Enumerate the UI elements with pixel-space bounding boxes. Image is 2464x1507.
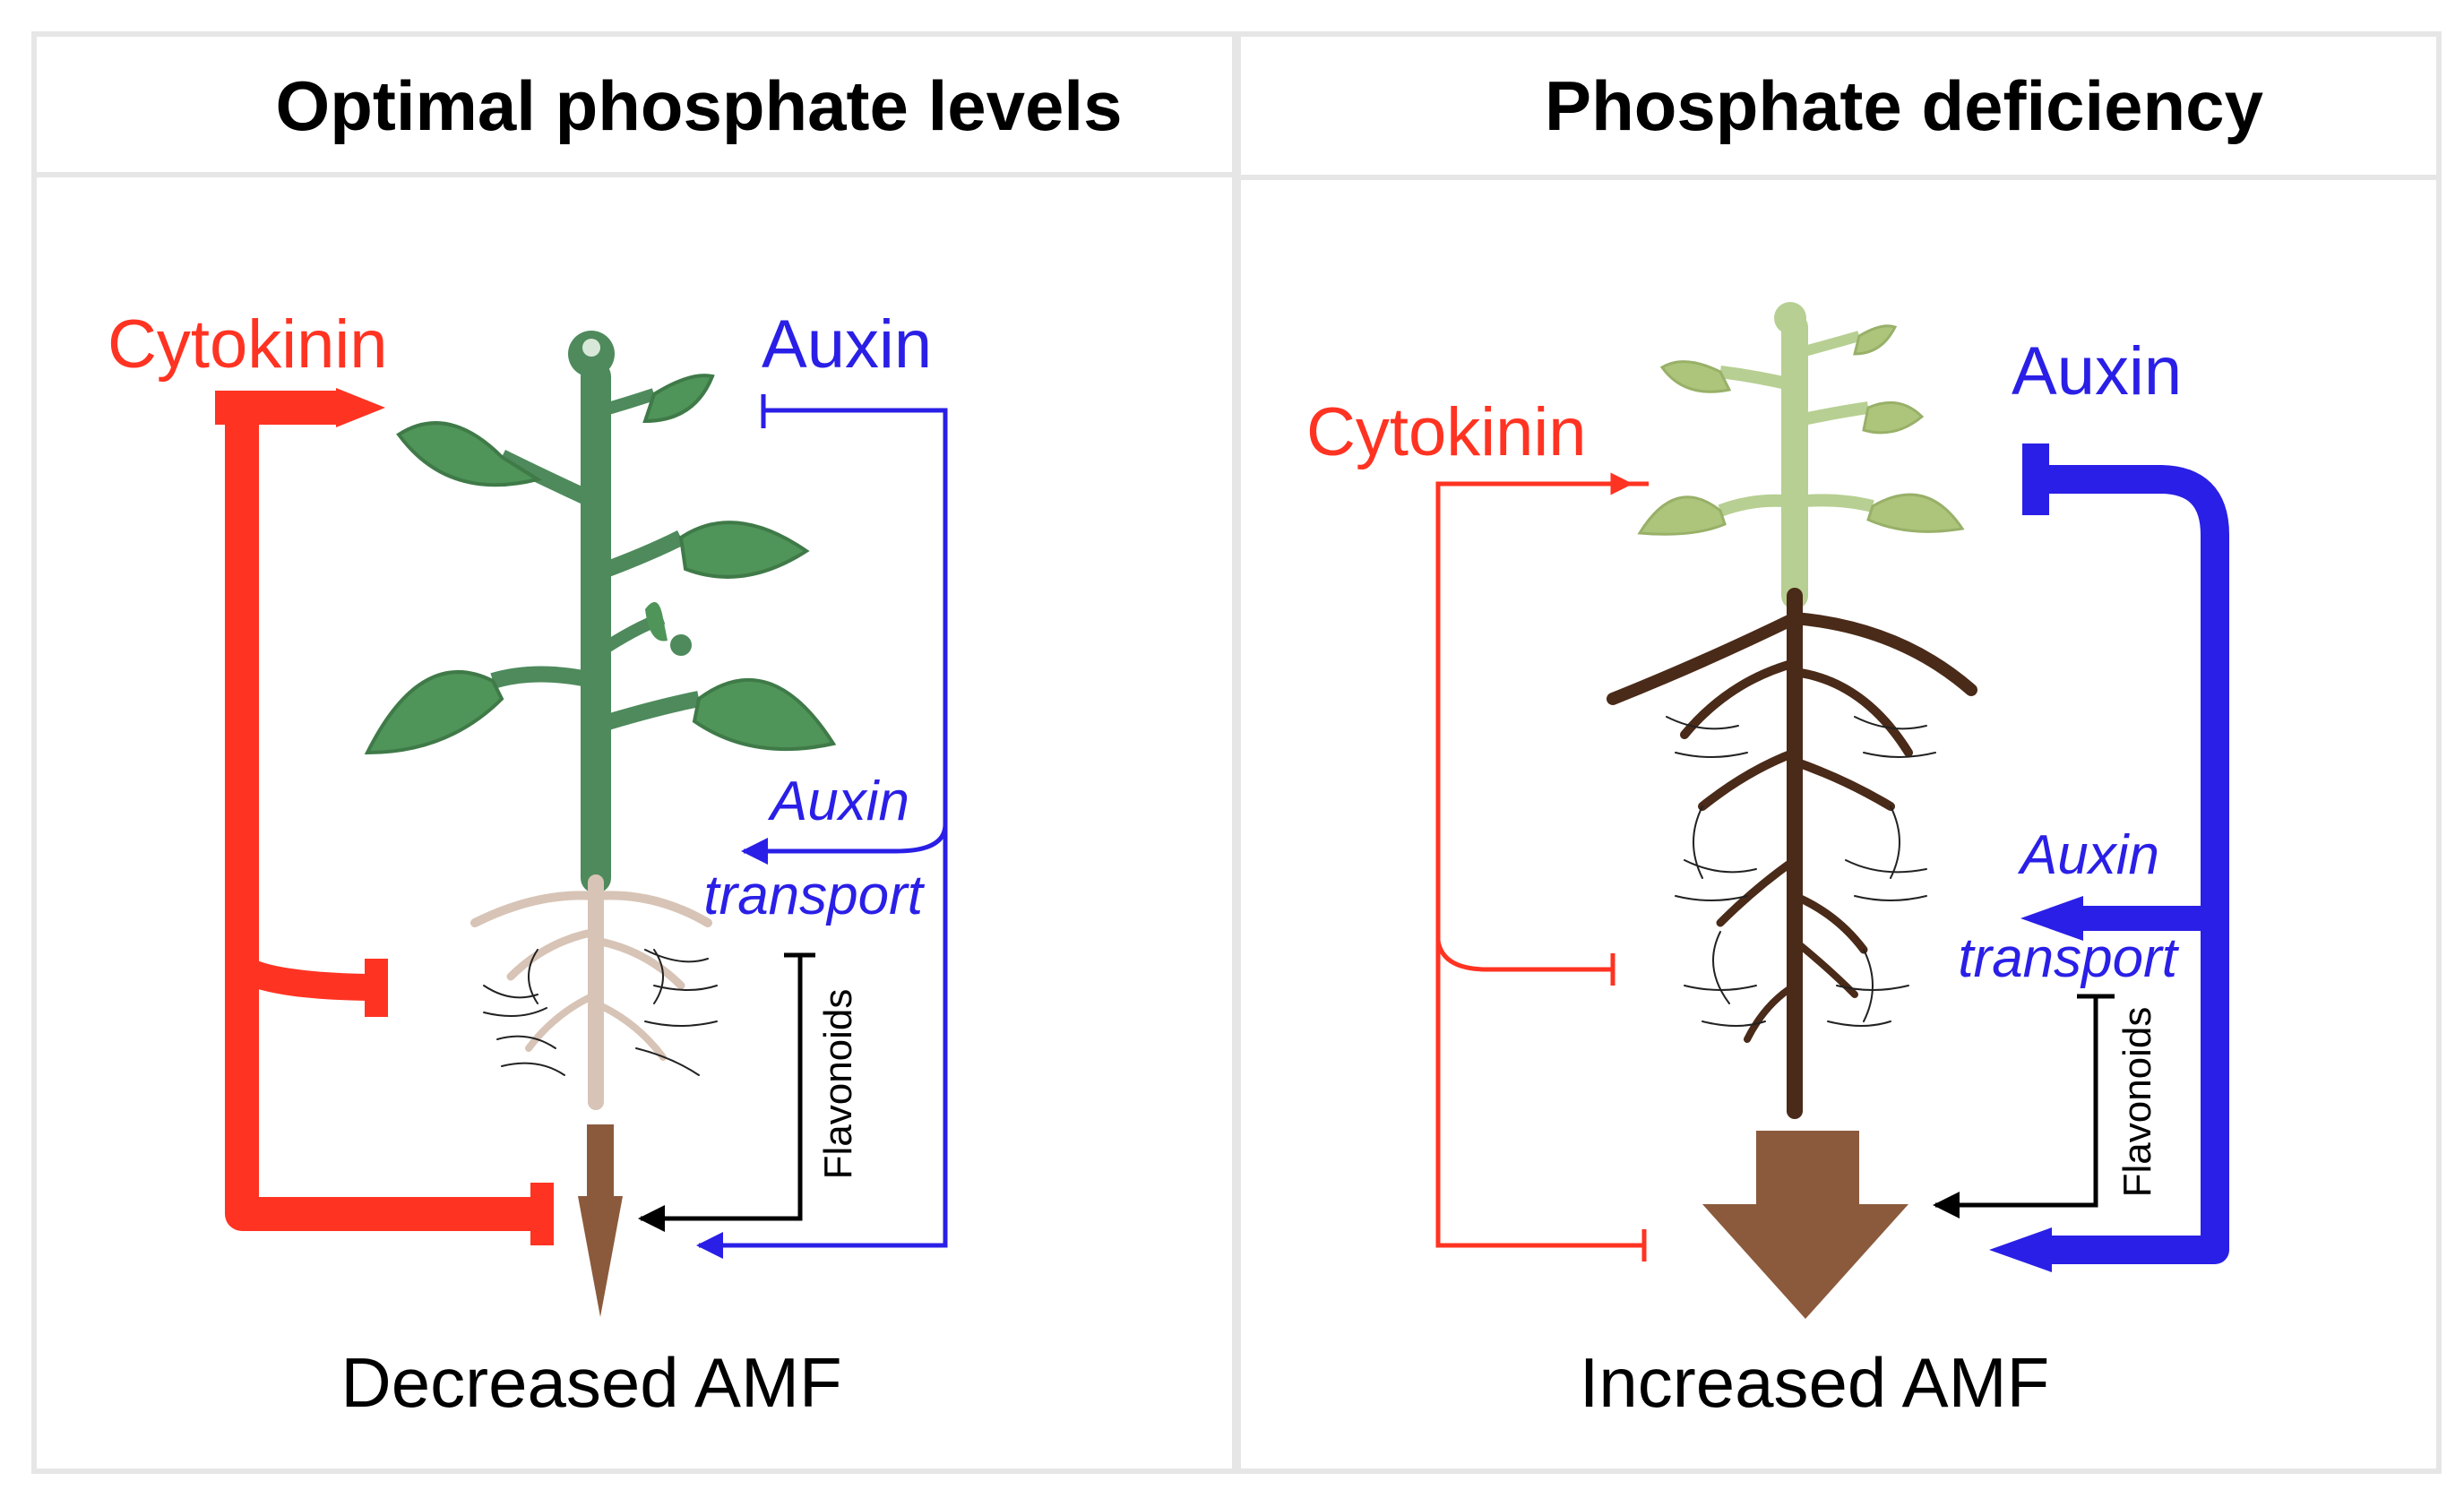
auxin-label: Auxin bbox=[2012, 333, 2182, 409]
dense-root-illustration bbox=[1607, 588, 1977, 1119]
panel-left-title: Optimal phosphate levels bbox=[276, 66, 1123, 145]
auxin-transport-label-line1: Auxin bbox=[767, 771, 909, 832]
decreased-amf-label: Decreased AMF bbox=[340, 1343, 841, 1422]
auxin-transport-label-line1: Auxin bbox=[2017, 824, 2159, 886]
sparse-root-illustration bbox=[470, 874, 718, 1110]
panel-right-frame bbox=[1236, 31, 2442, 1474]
cytokinin-label: Cytokinin bbox=[108, 306, 388, 383]
healthy-plant-illustration bbox=[364, 331, 837, 893]
panel-right-diagram: Cytokinin Auxin Auxin transport Flavonoi… bbox=[1306, 302, 2229, 1422]
decreased-amf-arrow bbox=[578, 1124, 623, 1317]
cytokinin-label: Cytokinin bbox=[1306, 394, 1587, 470]
cytokinin-pathway bbox=[1435, 472, 1649, 1262]
deficient-plant-illustration bbox=[1637, 302, 1965, 609]
cytokinin-pathway bbox=[215, 388, 554, 1245]
increased-amf-arrow bbox=[1702, 1131, 1908, 1319]
auxin-pathway bbox=[696, 394, 948, 1259]
panel-left-frame bbox=[31, 31, 1237, 1474]
flavonoids-label: Flavonoids bbox=[2115, 1007, 2159, 1198]
flavonoids-pathway bbox=[638, 952, 815, 1232]
flavonoids-pathway bbox=[1933, 994, 2115, 1219]
panel-right-title: Phosphate deficiency bbox=[1545, 66, 2263, 145]
increased-amf-label: Increased AMF bbox=[1580, 1343, 2050, 1422]
auxin-transport-label-line2: transport bbox=[1958, 927, 2179, 989]
auxin-pathway bbox=[1989, 443, 2229, 1272]
auxin-label: Auxin bbox=[762, 306, 932, 383]
flavonoids-label: Flavonoids bbox=[816, 989, 860, 1180]
panel-left-diagram: Cytokinin Auxin Auxin transport Flavonoi… bbox=[108, 306, 948, 1422]
auxin-transport-label-line2: transport bbox=[703, 865, 925, 926]
